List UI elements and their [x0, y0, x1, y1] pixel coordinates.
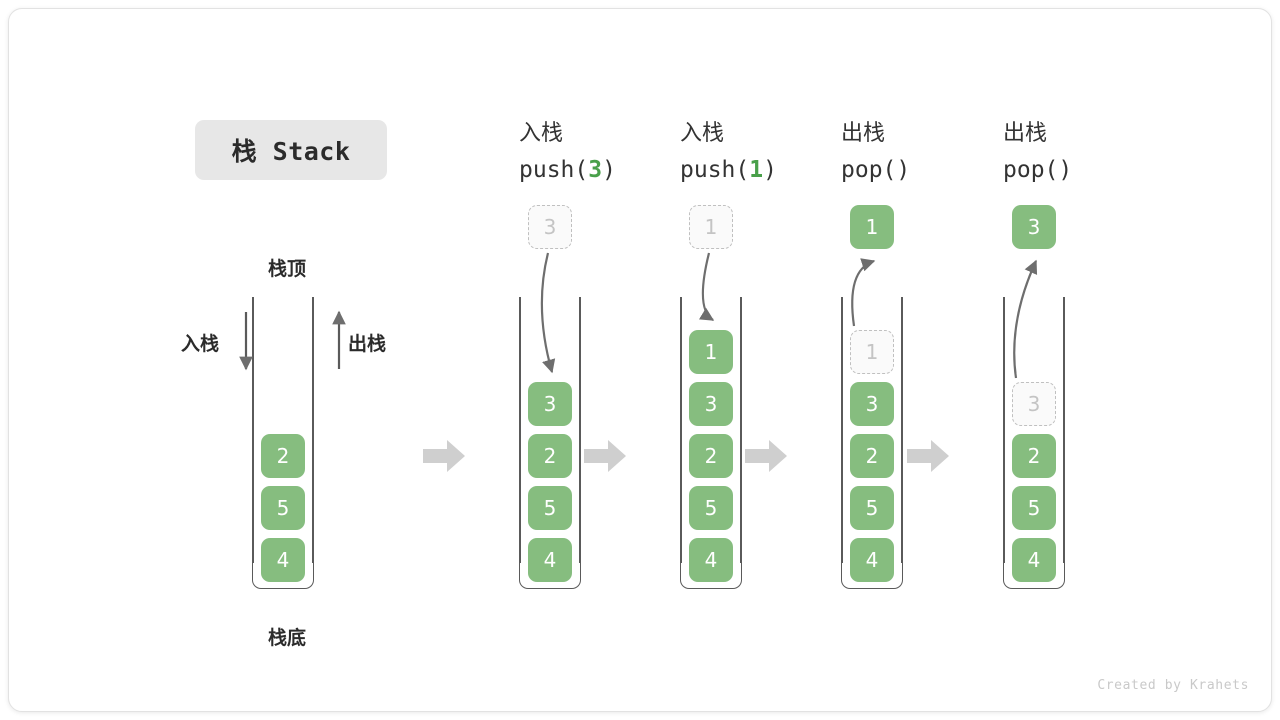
- tube-wall-left: [680, 297, 682, 563]
- step-code-argument: 1: [749, 157, 764, 183]
- stack-cell: 2: [850, 434, 894, 478]
- tube-wall-left: [1003, 297, 1005, 563]
- stack-cell: 4: [689, 538, 733, 582]
- stack-cell: 2: [1012, 434, 1056, 478]
- flow-arrow: [698, 252, 715, 321]
- stage-transition-arrow: [584, 439, 626, 473]
- watermark: Created by Krahets: [1097, 678, 1249, 693]
- stack-tube: [841, 297, 903, 589]
- floating-cell-popped: 1: [850, 205, 894, 249]
- stack-cell: 4: [528, 538, 572, 582]
- tube-wall-left: [841, 297, 843, 563]
- stack-top-label: 栈顶: [268, 258, 307, 280]
- floating-cell-ghost: 1: [689, 205, 733, 249]
- flow-arrow: [851, 258, 876, 327]
- step-header: 出栈 pop(): [1003, 115, 1183, 187]
- tube-floor: [519, 563, 581, 589]
- step-code-label: push(1): [680, 157, 777, 183]
- stack-cell: 1: [689, 330, 733, 374]
- stack-bottom-label: 栈底: [268, 627, 307, 649]
- floating-cell-ghost: 3: [528, 205, 572, 249]
- stack-cell: 3: [528, 382, 572, 426]
- flow-arrow: [540, 252, 556, 374]
- stack-cell: 4: [850, 538, 894, 582]
- tube-wall-right: [579, 297, 581, 563]
- step-operation-label: 出栈: [841, 121, 886, 146]
- title-badge: 栈 Stack: [195, 120, 387, 180]
- step-code-label: pop(): [1003, 157, 1073, 183]
- stage-transition-arrow: [907, 439, 949, 473]
- step-header: 入栈 push(1): [680, 115, 860, 187]
- stack-cell-ghost: 3: [1012, 382, 1056, 426]
- stack-cell: 2: [689, 434, 733, 478]
- step-operation-label: 入栈: [680, 121, 725, 146]
- stack-cell: 5: [1012, 486, 1056, 530]
- tube-wall-left: [519, 297, 521, 563]
- tube-wall-right: [901, 297, 903, 563]
- stack-cell: 3: [850, 382, 894, 426]
- stack-cell: 5: [850, 486, 894, 530]
- step-code-argument: 3: [588, 157, 603, 183]
- flow-arrow: [1013, 259, 1038, 379]
- step-header: 出栈 pop(): [841, 115, 1021, 187]
- tube-wall-right: [312, 297, 314, 563]
- stack-cell-ghost: 1: [850, 330, 894, 374]
- stage-transition-arrow: [745, 439, 787, 473]
- tube-floor: [841, 563, 903, 589]
- stack-cell: 2: [528, 434, 572, 478]
- stack-cell: 4: [261, 538, 305, 582]
- stack-tube: [680, 297, 742, 589]
- tube-floor: [1003, 563, 1065, 589]
- arrow-overlay: [239, 252, 1038, 379]
- tube-wall-right: [740, 297, 742, 563]
- reference-stack-tube: [252, 297, 314, 589]
- stack-cell: 3: [689, 382, 733, 426]
- step-operation-label: 出栈: [1003, 121, 1048, 146]
- stack-tube: [1003, 297, 1065, 589]
- tube-wall-right: [1063, 297, 1065, 563]
- tube-wall-left: [252, 297, 254, 563]
- stack-cell: 5: [261, 486, 305, 530]
- tube-floor: [680, 563, 742, 589]
- floating-cell-popped: 3: [1012, 205, 1056, 249]
- stack-cell: 5: [528, 486, 572, 530]
- step-code-label: pop(): [841, 157, 911, 183]
- stack-cell: 4: [1012, 538, 1056, 582]
- push-direction-label: 入栈: [181, 333, 220, 355]
- stage-transition-arrow: [423, 439, 465, 473]
- tube-floor: [252, 563, 314, 589]
- stack-cell: 2: [261, 434, 305, 478]
- step-header: 入栈 push(3): [519, 115, 699, 187]
- step-operation-label: 入栈: [519, 121, 564, 146]
- stack-cell: 5: [689, 486, 733, 530]
- stack-tube: [519, 297, 581, 589]
- pop-direction-label: 出栈: [348, 333, 387, 355]
- step-code-label: push(3): [519, 157, 616, 183]
